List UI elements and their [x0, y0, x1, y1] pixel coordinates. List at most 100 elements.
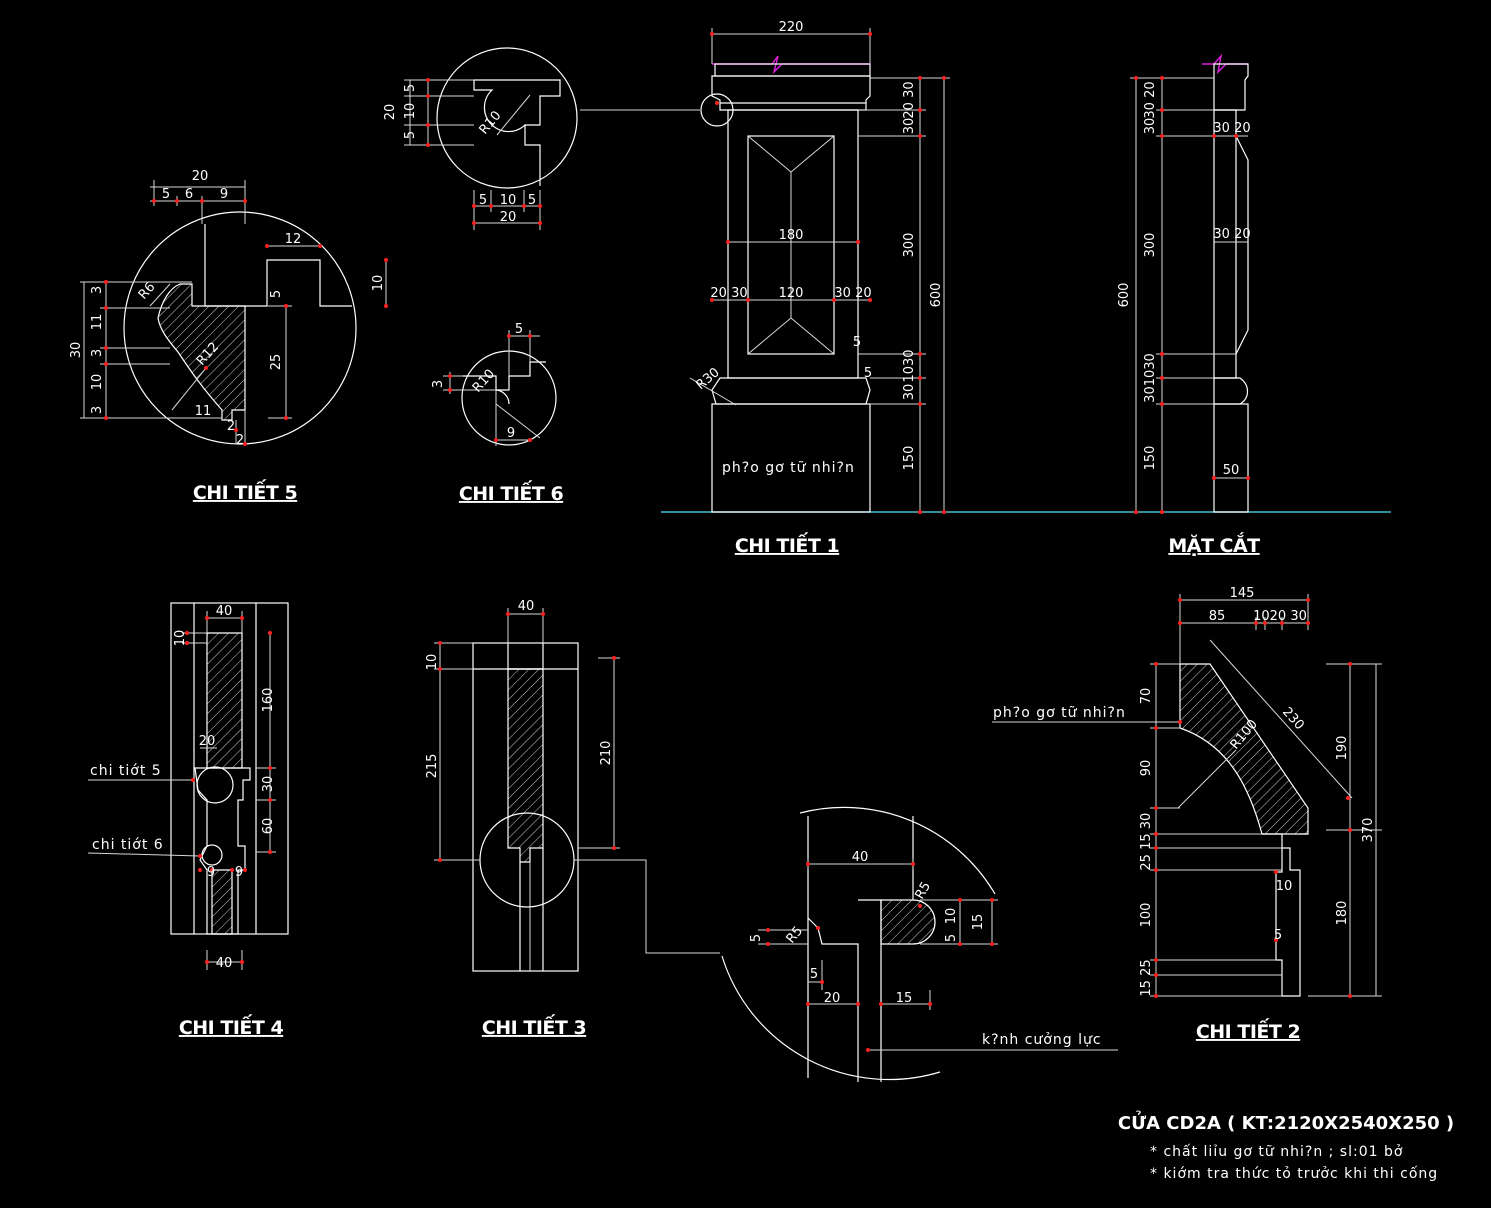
material-label-2: ph?o gơ tữ nhi?n [993, 705, 1126, 721]
glass-dim-15b: 15 [896, 991, 913, 1006]
d2-dim-145: 145 [1230, 586, 1255, 601]
d4-dim-40: 40 [216, 604, 233, 619]
d5-dim-3a: 3 [90, 286, 105, 294]
d5-dim-10: 10 [371, 275, 386, 292]
d2-dim-10: 10 [1276, 879, 1293, 894]
d2-dim-70: 70 [1139, 688, 1154, 705]
dim-1030: 1030 [902, 349, 917, 382]
sec-dim-300: 300 [1143, 233, 1158, 258]
d6-dim-5: 5 [515, 322, 523, 337]
dim-30-20-right: 30 20 [834, 286, 871, 301]
sec-dim-30-20: 30 20 [1143, 81, 1158, 118]
d3-dim-215: 215 [425, 754, 440, 779]
title-detail1: CHI TIẾT 1 [735, 531, 839, 557]
dim-20-30: 20 30 [902, 81, 917, 118]
title-detail6: CHI TIẾT 6 [459, 479, 564, 505]
title-section: MẶT CẮT [1168, 531, 1260, 557]
d5-dim-11b: 11 [195, 404, 212, 419]
sec-dim-50: 50 [1223, 463, 1240, 478]
footer-title: CỬA CD2A ( KT:2120X2540X250 ) [1118, 1110, 1454, 1134]
cornice-dim-5b: 5 [403, 131, 418, 139]
section-view: 30 20 30 300 301030 150 600 30 20 30 20 … [1117, 53, 1261, 557]
dim-5a: 5 [853, 335, 861, 350]
detail2: 145 85 1020 30 230 R100 70 90 30 25 15 1… [992, 586, 1382, 1043]
d5-dim-5: 5 [162, 187, 170, 202]
glass-dim-10: 10 [944, 908, 959, 925]
detail6-ref: chi tiớt 6 [92, 837, 164, 853]
dim-20-30-left: 20 30 [710, 286, 747, 301]
d5-dim-11: 11 [90, 314, 105, 331]
dim-220: 220 [779, 20, 804, 35]
glass-label: k?nh cưởng lực [982, 1032, 1102, 1048]
d5-dim-2a: 2 [227, 419, 235, 434]
detail6: 5 3 R10 9 CHI TIẾT 6 [431, 322, 564, 505]
title-detail4: CHI TIẾT 4 [179, 1013, 284, 1039]
detail3: 40 10 215 210 CHI TIẾT 3 [425, 599, 720, 1039]
d4-dim-160: 160 [261, 688, 276, 713]
cornice-dim-10h: 10 [500, 193, 517, 208]
d2-dim-100: 100 [1139, 903, 1154, 928]
d2-dim-15-25: 15 25 [1139, 959, 1154, 996]
glass-dim-r5a: R5 [784, 924, 807, 947]
d4-dim-20: 20 [199, 734, 216, 749]
glass-dim-5b: 5 [944, 934, 959, 942]
d2-dim-85: 85 [1209, 609, 1226, 624]
title-detail3: CHI TIẾT 3 [482, 1013, 586, 1039]
d4-dim-9a: 9 [207, 865, 215, 880]
detail5-ref: chi tiớt 5 [90, 763, 162, 779]
detail5: 20 5 6 9 12 10 5 25 30 3 11 3 10 3 R6 R1… [69, 169, 388, 504]
dim-120: 120 [779, 286, 804, 301]
d4-dim-60: 60 [261, 818, 276, 835]
d5-dim-9: 9 [220, 187, 228, 202]
d6-dim-3: 3 [431, 380, 446, 388]
d5-dim-2b: 2 [236, 433, 244, 448]
d2-dim-90: 90 [1139, 760, 1154, 777]
d2-dim-5: 5 [1274, 928, 1282, 943]
d3-dim-10: 10 [425, 654, 440, 671]
d4-dim-9b: 9 [235, 865, 243, 880]
d4-dim-30: 30 [261, 776, 276, 793]
d6-dim-9: 9 [507, 426, 515, 441]
detail-cornice-circle: 20 5 10 5 R10 5 10 5 20 [383, 47, 578, 230]
cornice-dim-20: 20 [383, 104, 398, 121]
d2-dim-1020-30: 1020 30 [1253, 609, 1307, 624]
sec-dim-600: 600 [1117, 283, 1132, 308]
dim-30b: 30 [902, 384, 917, 401]
d2-dim-190: 190 [1335, 736, 1350, 761]
footer-note-1: * chất liỉu gơ tữ nhi?n ; sl:01 bở [1150, 1144, 1403, 1160]
cornice-dim-5: 5 [403, 84, 418, 92]
d3-dim-210: 210 [599, 741, 614, 766]
d5-dim-10b: 10 [90, 374, 105, 391]
dim-600: 600 [929, 283, 944, 308]
d2-dim-230: 230 [1279, 705, 1307, 733]
cornice-dim-10: 10 [403, 103, 418, 120]
glass-dim-r5b: R5 [912, 880, 934, 902]
d5-dim-5v: 5 [269, 290, 284, 298]
title-detail2: CHI TIẾT 2 [1196, 1017, 1300, 1043]
dim-r30: R30 [693, 365, 722, 393]
sec-dim-30-20-a: 30 20 [1213, 121, 1250, 136]
glass-dim-5c: 5 [810, 967, 818, 982]
d2-dim-25-15: 25 15 [1139, 833, 1154, 870]
d6-dim-r10: R10 [470, 367, 498, 396]
title-detail5: CHI TIẾT 5 [193, 478, 297, 504]
detail1-elevation: 220 180 120 20 30 30 20 R30 20 30 30 300… [580, 20, 1391, 557]
glass-detail: 40 R5 R5 5 5 10 15 5 20 15 k?nh cưởng lự… [721, 806, 1118, 1082]
footer: CỬA CD2A ( KT:2120X2540X250 ) * chất liỉ… [1118, 1110, 1454, 1182]
d4-dim-40b: 40 [216, 956, 233, 971]
dim-150: 150 [902, 446, 917, 471]
dim-300: 300 [902, 233, 917, 258]
cornice-dim-20h: 20 [500, 210, 517, 225]
d4-dim-10: 10 [173, 630, 188, 647]
d5-dim-30: 30 [69, 342, 84, 359]
cornice-dim-5h: 5 [479, 193, 487, 208]
sec-dim-30-20-b: 30 20 [1213, 227, 1250, 242]
detail4: 40 10 160 20 30 60 9 9 40 chi tiớt 5 chi… [87, 602, 289, 1039]
cornice-dim-r10: R10 [477, 108, 505, 137]
d2-dim-370: 370 [1361, 818, 1376, 843]
material-label-1: ph?o gơ tữ nhi?n [722, 460, 855, 476]
cornice-dim-5h2: 5 [528, 193, 536, 208]
d5-dim-6: 6 [185, 187, 193, 202]
d5-dim-12: 12 [285, 232, 302, 247]
